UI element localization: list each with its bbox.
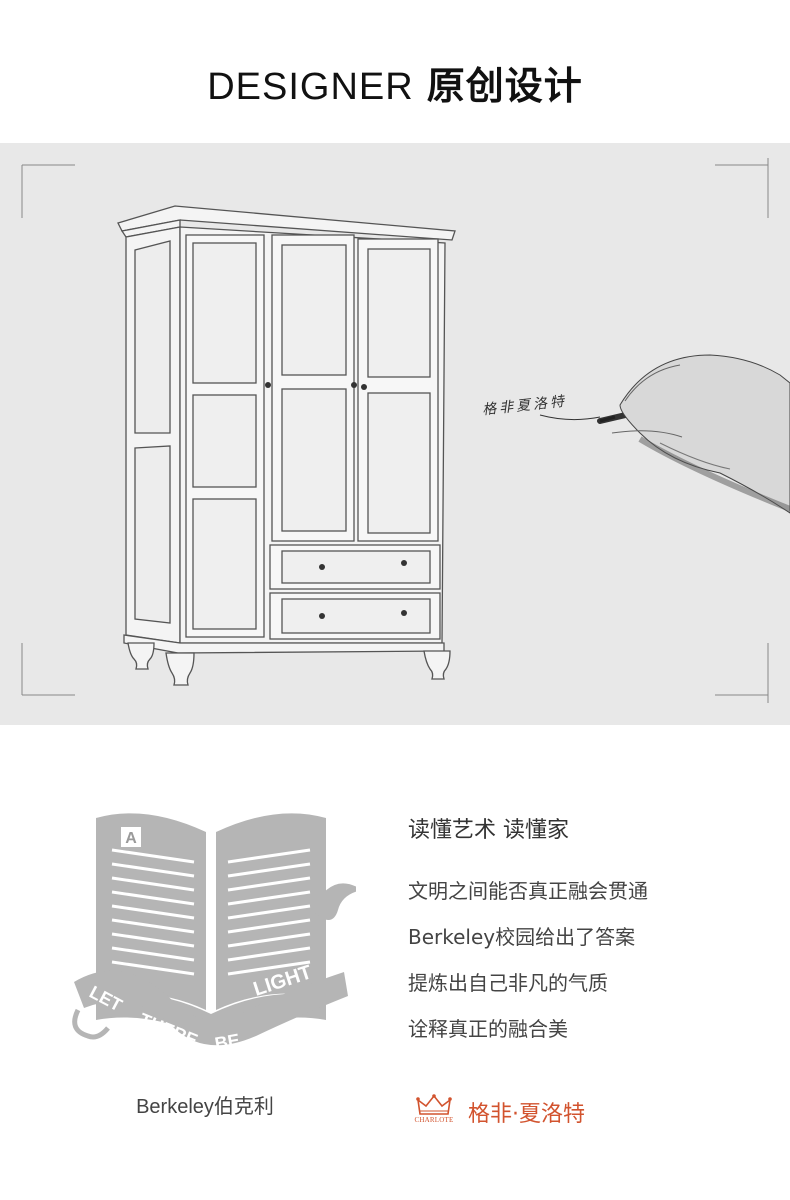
description-line: 诠释真正的融合美 — [408, 1017, 568, 1041]
description-line: Berkeley校园给出了答案 — [408, 925, 636, 949]
description-block: 读懂艺术 读懂家 文明之间能否真正融会贯通 Berkeley校园给出了答案 提炼… — [408, 812, 778, 1052]
crown-icon — [416, 1094, 452, 1115]
description-line: 提炼出自己非凡的气质 — [408, 971, 608, 995]
wardrobe-drawing — [117, 205, 456, 686]
description-line: 文明之间能否真正融会贯通 — [408, 879, 648, 903]
brand-name: 格非·夏洛特 — [468, 1102, 585, 1127]
description-heading: 读懂艺术 读懂家 — [408, 818, 569, 843]
page-title: DESIGNER 原创设计 — [0, 55, 790, 110]
brand-logo-text: CHARLOTE — [414, 1116, 454, 1124]
crop-marks — [21, 158, 769, 703]
brand-signature: CHARLOTE 格非·夏洛特 — [406, 1094, 666, 1134]
emblem-caption: Berkeley伯克利 — [136, 1096, 274, 1118]
motto-word-be: BE — [213, 1030, 241, 1054]
wardrobe-sketch-illustration — [21, 158, 790, 703]
wardrobe-knobs — [265, 382, 407, 619]
title-english: DESIGNER — [207, 66, 414, 108]
page-header: DESIGNER 原创设计 — [0, 0, 790, 143]
title-chinese: 原创设计 — [426, 64, 583, 108]
brand-logo: CHARLOTE — [406, 1094, 462, 1128]
emblem-letter: A — [125, 830, 137, 847]
wardrobe-sketch-panel: 格非夏洛特 — [0, 143, 790, 725]
hand-with-pen-drawing — [597, 354, 790, 514]
berkeley-emblem: A LET THERE BE LIGHT — [66, 800, 362, 1080]
open-book-logo: A LET THERE BE LIGHT — [72, 813, 362, 1054]
